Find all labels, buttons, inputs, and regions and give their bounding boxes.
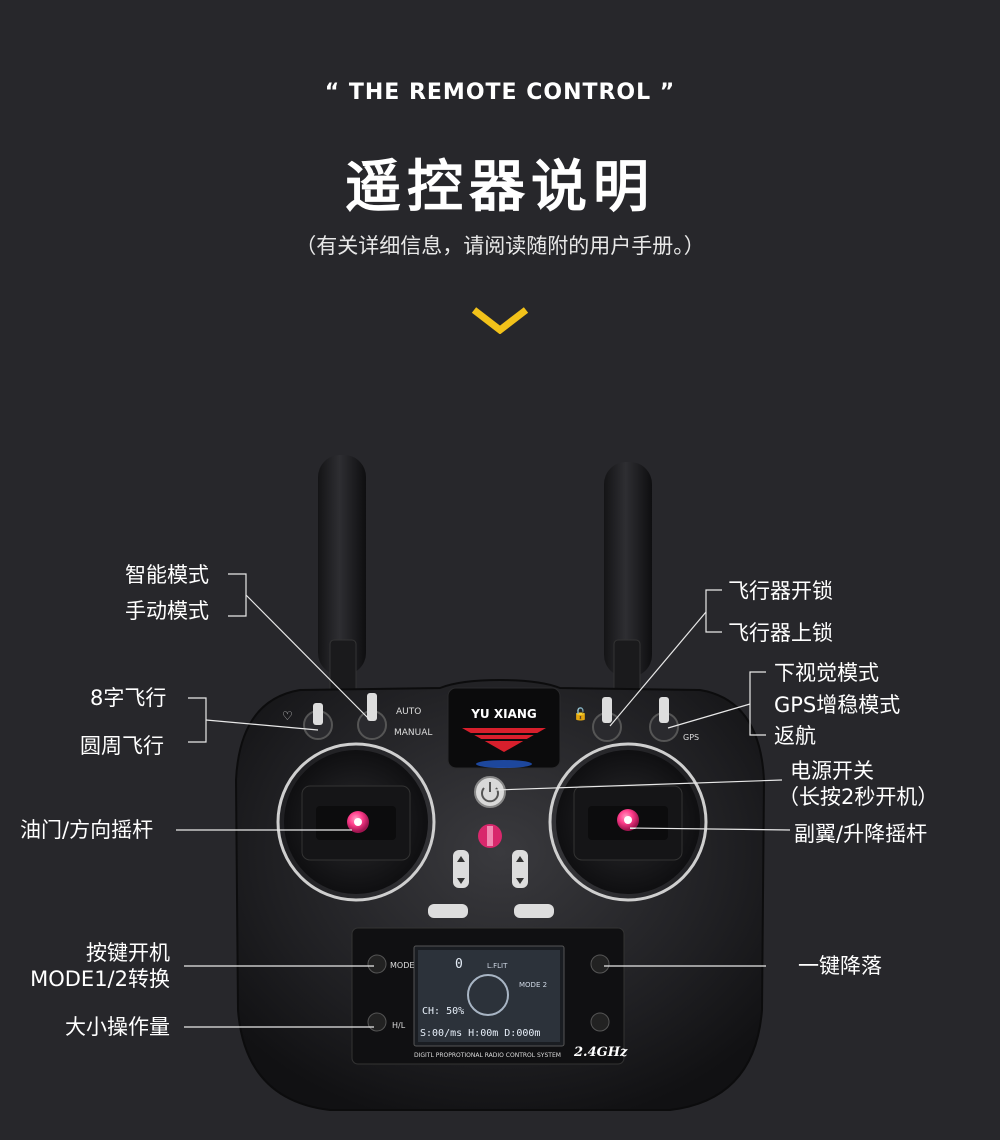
brand-logo	[462, 728, 546, 752]
gps-label: GPS	[683, 733, 699, 742]
mode-button[interactable]	[367, 954, 387, 974]
label-manual-mode: 手动模式	[125, 599, 209, 623]
label-return: 返航	[774, 724, 816, 748]
left-toggle-switch-1[interactable]	[303, 703, 333, 740]
label-key-power: 按键开机	[86, 941, 170, 965]
hl-label: H/L	[392, 1021, 406, 1030]
mode-label: MODE	[390, 961, 414, 970]
manual-note: （有关详细信息，请阅读随附的用户手册。）	[295, 234, 705, 258]
label-power-hold: （长按2秒开机）	[778, 785, 939, 809]
label-mode-switch: MODE1/2转换	[30, 967, 170, 991]
lcd-mode: MODE 2	[519, 981, 547, 989]
label-unlock: 飞行器开锁	[728, 579, 833, 603]
band-label: 2.4GHz	[573, 1045, 628, 1060]
label-smart-mode: 智能模式	[125, 563, 209, 587]
land-button[interactable]	[590, 954, 610, 974]
lcd-screen: 0 L.FLIT MODE 2 CH: 50% S:00/ms H:00m D:…	[413, 945, 565, 1047]
trim-button-right-horizontal[interactable]	[514, 904, 554, 918]
right-antenna	[604, 462, 652, 696]
center-pink-button[interactable]	[478, 824, 502, 848]
trim-button-left-vertical[interactable]	[453, 850, 469, 888]
label-throttle-stick: 油门/方向摇杆	[20, 818, 154, 842]
label-gps-mode: GPS增稳模式	[774, 693, 901, 717]
chevron-down-icon	[471, 307, 529, 334]
right-toggle-switch-2[interactable]	[649, 697, 679, 742]
right-toggle-switch-1[interactable]	[592, 697, 622, 742]
left-stick[interactable]	[276, 742, 436, 902]
left-antenna	[318, 455, 366, 696]
page-title: 遥控器说明	[345, 155, 655, 220]
power-button[interactable]	[474, 776, 506, 808]
hl-button[interactable]	[367, 1012, 387, 1032]
footer-label: DIGITL PROPROTIONAL RADIO CONTROL SYSTEM	[414, 1052, 561, 1059]
trim-button-right-vertical[interactable]	[512, 850, 528, 888]
right-stick[interactable]	[548, 742, 708, 902]
auto-label: AUTO	[396, 707, 421, 717]
label-power-switch: 电源开关	[790, 759, 874, 783]
return-button[interactable]	[590, 1012, 610, 1032]
lcd-readout: S:00/ms H:00m D:000m	[420, 1028, 540, 1039]
trim-button-left-horizontal[interactable]	[428, 904, 468, 918]
label-down-vision: 下视觉模式	[774, 661, 879, 685]
heart-icon: ♡	[282, 709, 293, 723]
label-aileron-stick: 副翼/升降摇杆	[794, 822, 928, 846]
lcd-ch: CH: 50%	[422, 1006, 464, 1017]
lcd-number: 0	[455, 957, 463, 972]
label-circle: 圆周飞行	[80, 734, 164, 758]
manual-label: MANUAL	[394, 728, 432, 738]
lcd-lflit: L.FLIT	[487, 962, 508, 970]
callout-lines	[176, 573, 791, 1028]
left-toggle-switch-2[interactable]	[357, 693, 387, 740]
label-lock: 飞行器上锁	[728, 621, 833, 645]
lock-icon: 🔓	[573, 707, 588, 721]
label-rate: 大小操作量	[65, 1015, 170, 1039]
label-one-key-land: 一键降落	[798, 954, 882, 978]
brand-label: YU XIANG	[470, 707, 537, 721]
label-figure8: 8字飞行	[90, 686, 167, 710]
subtitle-en: “ THE REMOTE CONTROL ”	[324, 80, 676, 105]
